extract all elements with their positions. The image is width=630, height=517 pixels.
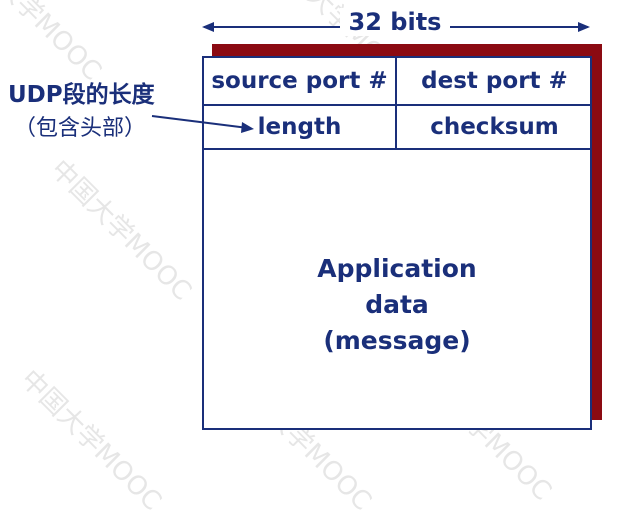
width-indicator: 32 bits (200, 8, 592, 44)
length-field: length (204, 106, 397, 148)
udp-segment: source port # dest port # length checksu… (202, 56, 592, 430)
annotation-arrow-icon (151, 115, 254, 133)
annotation-title: UDP段的长度 (8, 82, 155, 108)
checksum-field: checksum (430, 114, 559, 140)
width-arrow-icon (202, 22, 590, 32)
annotation-subtitle: （包含头部） (14, 116, 147, 141)
watermark: 中国大学MOOC (44, 154, 197, 307)
source-port-field: source port # (204, 58, 397, 104)
header-row-length: length checksum (204, 106, 590, 150)
payload-line-1: Application (317, 254, 477, 283)
payload-area: Application data (message) (204, 150, 590, 428)
dest-port-field: dest port # (421, 68, 568, 94)
payload-line-3: (message) (323, 326, 471, 355)
watermark: 中国大学MOOC (14, 364, 167, 517)
width-label: 32 bits (340, 8, 450, 36)
header-row-ports: source port # dest port # (204, 58, 590, 106)
payload-line-2: data (365, 290, 429, 319)
